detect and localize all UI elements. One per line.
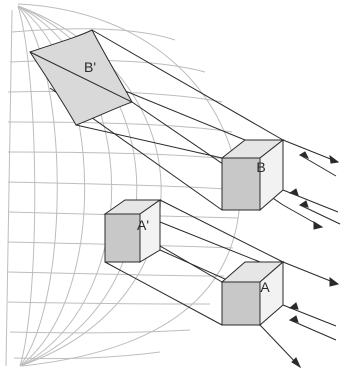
arrows-b: [282, 139, 341, 230]
parallel: [9, 329, 191, 334]
parallel: [7, 151, 238, 161]
b-prime-patch: B': [29, 29, 133, 126]
arrows-a: [259, 261, 340, 369]
label-b-prime: B': [84, 59, 96, 75]
globe-left-edge: [5, 9, 13, 367]
meridian: [17, 5, 36, 367]
meridian: [17, 5, 58, 367]
label-a-prime: A': [137, 217, 149, 233]
parallel: [7, 271, 225, 277]
box-a-prime: A': [103, 199, 162, 263]
box-b: B: [220, 138, 285, 212]
parallel: [7, 121, 233, 133]
parallel: [7, 301, 211, 305]
label-b: B: [256, 159, 265, 175]
parallel: [7, 181, 241, 191]
meridian: [17, 5, 86, 367]
parallel: [13, 351, 161, 360]
parallel: [11, 28, 176, 41]
box-a: A: [220, 260, 285, 327]
label-a: A: [260, 279, 270, 295]
